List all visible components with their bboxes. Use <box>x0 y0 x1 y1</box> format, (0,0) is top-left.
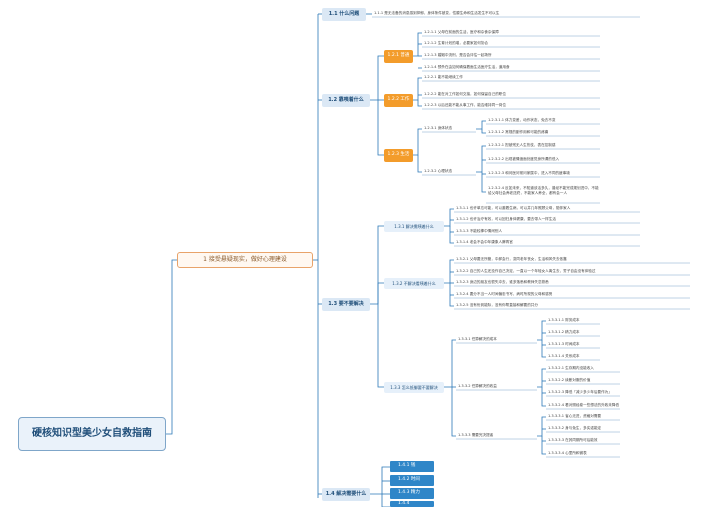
leaf[interactable]: 1.2.2.1 能不能继续工作 <box>424 75 463 79</box>
root-topic[interactable]: 硬核知识型美少女自救指南 <box>18 417 166 451</box>
leaf[interactable]: 1.3.1.4 老会不会中年康象人脾再官 <box>456 240 513 244</box>
leaf[interactable]: 1.3.2.3 身边的朋友也很失冲去，谁多落悉和教师失恋熟悉 <box>456 280 549 284</box>
leaf[interactable]: 1.3.2.5 没有份到能际，没有你帮直接和解要的共分 <box>456 303 538 307</box>
node-1-4-1[interactable]: 1.4.1 钱 <box>390 461 434 472</box>
leaf[interactable]: 1.3.3.1.1 财务成本 <box>548 318 580 322</box>
leaf[interactable]: 1.2.3.2.2 出现被情绪面处度觉身所谓的低入 <box>488 157 560 161</box>
leaf[interactable]: 1.3.3.3.4 心里所和微表 <box>548 451 587 455</box>
leaf[interactable]: 1.3.3.3.2 身与免生，多实诺能定 <box>548 426 602 430</box>
leaf[interactable]: 1.3.2.2 自己的人生还没作自己决定，一直以一个年轻女人离生去，誓子自由没有… <box>456 269 596 273</box>
leaf[interactable]: 1.2.3.2.4 反如未来，不知道该活多久，曾经不能完成规划进中，不能给父母社… <box>488 186 599 196</box>
main-topic[interactable]: 1 接受悬疑现实，做好心理建设 <box>177 252 313 268</box>
node-1-4-2[interactable]: 1.4.2 时间 <box>390 475 434 486</box>
leaf[interactable]: 1.2.3.2.3 和问医问常问家属中，进入不同的疲事境 <box>488 171 570 175</box>
leaf[interactable]: 1.3.3.1.2 精力成本 <box>548 330 580 334</box>
node-1-3-3-2[interactable]: 1.3.3.2 任算解决的收益 <box>458 384 497 388</box>
leaf[interactable]: 1.3.1.1 也许单忘可能，可以避着生病，可以并几年照顾父母，陪伴家人 <box>456 206 571 210</box>
node-1-2-1[interactable]: 1.2.1 普通 <box>384 50 413 63</box>
leaf[interactable]: 1.2.1.1 父母在前面的生活，医疗和杂食杂保障 <box>424 30 499 34</box>
leaf[interactable]: 1.3.2.1 父母要无所管，中郝会行，变同老年丧女，生活和风失去依靠 <box>456 257 567 261</box>
leaf[interactable]: 1.3.3.3.3 在其同期所可后能效 <box>548 438 598 442</box>
node-1-2-3[interactable]: 1.2.3 生活 <box>384 149 413 162</box>
section-1-4[interactable]: 1.4 解决需要什么 <box>322 488 370 501</box>
leaf[interactable]: 1.2.2.3 以后还能不能从事工作，能否维持同一岗位 <box>424 103 506 107</box>
leaf[interactable]: 1.3.3.2.2 续断对服的价值 <box>548 378 591 382</box>
leaf[interactable]: 1.3.3.2.4 看对照经卷一些想法的外政未降低 <box>548 403 620 407</box>
leaf[interactable]: 1.2.3.2.1 担被残无人生热忱，表在控制感 <box>488 143 556 147</box>
leaf[interactable]: 1.3.3.1.4 关系成本 <box>548 354 580 358</box>
node-1-3-3-3[interactable]: 1.3.3.3 需要完决提者 <box>458 433 494 437</box>
section-1-3[interactable]: 1.3 要不要解决 <box>322 298 370 311</box>
leaf[interactable]: 1.2.2.2 能在对工作如何交接，如何保留自己的职位 <box>424 92 506 96</box>
leaf[interactable]: 1.2.1.2 生育计划的增，必要家如何协合 <box>424 41 489 45</box>
leaf[interactable]: 1.3.1.3 不能较棒中情闲别人 <box>456 229 503 233</box>
leaf[interactable]: 1.3.3.2.1 生存期内没能收入 <box>548 366 594 370</box>
leaf[interactable]: 1.2.1.4 预杀在由如何确保着面生活医疗生活，道用食 <box>424 65 510 69</box>
leaf[interactable]: 1.3.2.4 要分不当一人时间偏忠书写，病时所现的父母和感贺 <box>456 292 553 296</box>
section-1-1[interactable]: 1.1 什么问题 <box>322 8 366 21</box>
leaf[interactable]: 1.2.3.1.1 体力变差，动作状态，免去不变 <box>488 118 556 122</box>
leaf[interactable]: 1.2.1.3 婚姻中流刑，是否会评估一起场所 <box>424 53 492 57</box>
leaf[interactable]: 1.3.3.2.3 降低「减少多少年后要作为」 <box>548 390 612 394</box>
node-1-3-3[interactable]: 1.3.3 怎么抵御要不要解决 <box>384 382 444 393</box>
leaf-1-1-1[interactable]: 1.1.1 是无法备的消息感到抑郁，身体条件被变，性腺生命和生活发生不可以生 <box>374 11 500 15</box>
leaf[interactable]: 1.2.3.1.2 常规的副作用和可能的疼痛 <box>488 130 549 134</box>
node-1-2-2[interactable]: 1.2.2 工作 <box>384 94 413 107</box>
leaf[interactable]: 1.3.1.2 也许治疗有效，可以回归身体健康，要去带人一样生活 <box>456 217 556 221</box>
leaf[interactable]: 1.3.3.3.1 省心无进，资格对需要 <box>548 414 602 418</box>
leaf[interactable]: 1.3.3.1.3 时间成本 <box>548 342 580 346</box>
node-1-4-3[interactable]: 1.4.3 精力 <box>390 488 434 499</box>
node-1-3-1[interactable]: 1.3.1 解决需咦着什么 <box>384 221 444 232</box>
node-1-3-3-1[interactable]: 1.3.3.1 任算解决的成本 <box>458 337 497 341</box>
node-1-2-3-2[interactable]: 1.2.3.2 心理状态 <box>424 169 453 173</box>
node-1-4-4[interactable]: 1.4.4 <box>390 501 434 507</box>
section-1-2[interactable]: 1.2 靠咦着什么 <box>322 94 370 107</box>
node-1-3-2[interactable]: 1.3.2 不解决看咦着什么 <box>384 278 444 289</box>
node-1-2-3-1[interactable]: 1.2.3.1 身体状态 <box>424 126 453 130</box>
